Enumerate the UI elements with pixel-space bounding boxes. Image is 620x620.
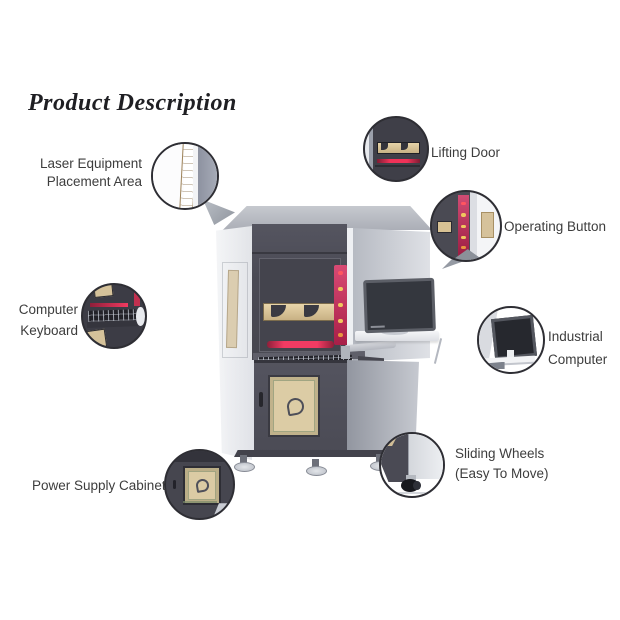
button-dot-orange <box>338 333 343 337</box>
thumb-lock-slot <box>172 480 177 489</box>
label-line: (Easy To Move) <box>455 466 549 481</box>
thumb-light-corner <box>212 503 233 518</box>
thumb-gray-wedge <box>452 249 483 260</box>
leveling-foot-disc-left <box>234 462 255 472</box>
thumb-tray-front <box>86 320 139 328</box>
thumb-green-edge <box>183 501 217 504</box>
leveling-foot-stem-center <box>312 459 319 468</box>
label-operating-button: Operating Button <box>504 218 606 236</box>
label-line: Sliding Wheels <box>455 446 545 461</box>
thumb-tan-panel <box>183 465 221 505</box>
page-title: Product Description <box>28 90 237 116</box>
monitor-arm-mount <box>341 346 350 359</box>
thumb-arm-wedge <box>479 361 505 370</box>
laser-area-thumbnail <box>151 142 219 210</box>
thumb-monitor-stand <box>507 350 514 358</box>
thumb-dot-orange <box>460 246 466 250</box>
thumb-monitor <box>491 314 537 360</box>
thumb-red-strip <box>90 302 128 307</box>
button-dot-red <box>338 271 343 275</box>
leveling-foot-stem-left <box>240 455 247 464</box>
thumb-top-band <box>166 451 233 462</box>
cabinet-bottom-rim <box>234 450 418 457</box>
thumb-red-patch <box>133 288 141 307</box>
button-dot-yellow-2 <box>338 303 343 307</box>
label-line: Computer <box>548 352 608 367</box>
button-dot-yellow-3 <box>338 319 343 323</box>
thumb-button-strip <box>457 194 469 258</box>
right-side-edge-strip <box>347 228 353 362</box>
door-red-indicator-strip <box>267 341 334 348</box>
lower-top-seam <box>254 360 347 363</box>
label-computer-keyboard: Computer Keyboard <box>10 299 78 341</box>
left-panel-outline <box>222 262 248 358</box>
label-industrial-computer: Industrial Computer <box>548 325 607 371</box>
label-laser-placement-area: Laser Equipment Placement Area <box>28 155 142 191</box>
industrial-computer-thumbnail <box>477 306 545 374</box>
lower-left-side-panel <box>223 360 254 456</box>
operating-button-thumbnail <box>430 190 502 262</box>
tan-door-d-handle <box>285 396 306 417</box>
computer-keyboard-thumbnail <box>81 283 147 349</box>
monitor-cable <box>433 338 443 364</box>
front-top-seam <box>252 252 347 254</box>
thumb-red-strip <box>377 158 420 163</box>
thumb-gray-door <box>197 144 217 208</box>
label-line: Industrial <box>548 329 603 344</box>
monitor-screen <box>363 277 436 334</box>
thumb-tan-patch-top <box>93 285 115 298</box>
thumb-dot-yellow-1 <box>460 213 466 217</box>
lifting-door-thumbnail <box>363 116 429 182</box>
label-line: Lifting Door <box>431 145 501 160</box>
thumb-tan-patch-bottom <box>84 328 108 347</box>
thumb-dot-red <box>460 202 466 206</box>
thumb-seam-line <box>374 165 420 168</box>
label-sliding-wheels: Sliding Wheels (Easy To Move) <box>455 444 549 484</box>
label-line: Placement Area <box>46 174 142 189</box>
thumb-handle-bar <box>377 142 421 155</box>
thumb-white-panel <box>153 144 184 208</box>
thumb-gap-strip <box>192 144 198 208</box>
thumb-gray-edge <box>368 118 374 180</box>
monitor-shelf <box>355 331 439 341</box>
label-line: Computer <box>18 302 78 317</box>
label-line: Operating Button <box>504 219 607 234</box>
power-supply-thumbnail <box>164 449 235 520</box>
thumb-light-strip <box>470 192 477 260</box>
thumb-light-edge <box>365 118 369 180</box>
label-line: Power Supply Cabinet <box>32 478 166 493</box>
thumb-handle-hole-right <box>400 143 409 151</box>
label-lifting-door: Lifting Door <box>431 144 500 162</box>
label-line: Laser Equipment <box>39 156 142 171</box>
thumb-wheel-hub <box>413 480 421 490</box>
thumb-side-panel <box>407 434 443 479</box>
thumb-floor-line <box>393 491 437 494</box>
label-power-supply-cabinet: Power Supply Cabinet <box>32 477 166 495</box>
operating-button-column <box>334 265 348 345</box>
label-line: Keyboard <box>20 323 78 338</box>
thumb-tan-handle <box>436 221 453 234</box>
thumb-dot-yellow-3 <box>460 235 466 240</box>
button-dot-yellow-1 <box>338 287 343 291</box>
lower-door-lock-slot <box>259 392 263 407</box>
thumb-handle-hole-left <box>380 143 388 151</box>
thumb-dot-yellow-2 <box>460 224 466 228</box>
power-cabinet-tan-door <box>268 375 320 437</box>
leveling-foot-disc-center <box>306 466 327 476</box>
thumb-white-knob <box>136 307 145 326</box>
sliding-wheels-thumbnail <box>379 432 445 498</box>
thumb-tan-plate <box>480 212 494 238</box>
monitor-logo-strip <box>370 325 385 329</box>
